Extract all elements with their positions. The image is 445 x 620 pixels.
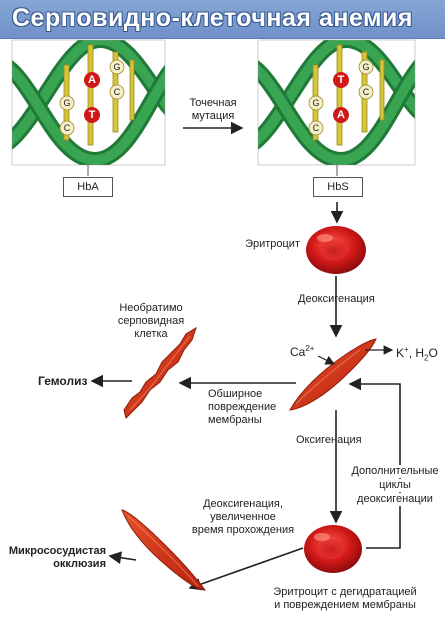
base-label: C <box>312 123 320 133</box>
sickle-cell-center <box>289 338 377 411</box>
base-label: G <box>362 62 370 72</box>
hba-caption: HbA <box>63 177 113 197</box>
k-h2o-label: K+, H2O <box>396 345 438 363</box>
dna-helix-right <box>258 40 415 165</box>
damage-label-line2: повреждение <box>208 401 277 413</box>
base-label: C <box>113 87 121 97</box>
cycles-label-line2: циклы <box>350 479 440 492</box>
base-label: C <box>362 87 370 97</box>
erythrocyte-bottom <box>304 525 362 573</box>
occlusion-label-line2: окклюзия <box>53 558 106 570</box>
base-label: G <box>312 98 320 108</box>
base-label: G <box>63 98 71 108</box>
base-label: G <box>113 62 121 72</box>
cycles-label-line1: Дополнительные <box>350 465 440 478</box>
deoxygenation-label: Деоксигенация <box>298 293 375 305</box>
base-label: A <box>88 74 96 86</box>
mutation-label-line2: мутация <box>191 110 235 122</box>
irreversible-sickle-cell <box>123 326 197 419</box>
dehydrated-label-line2: и повреждением мембраны <box>274 599 416 611</box>
dna-right-bases <box>308 59 374 136</box>
cycles-label-line3: деоксигенации <box>350 493 440 506</box>
base-label: A <box>337 109 345 121</box>
damage-label-line1: Обширное <box>208 388 263 400</box>
hemolysis-label: Гемолиз <box>38 374 88 388</box>
hbs-caption: HbS <box>313 177 363 197</box>
transit-label-line3: время прохождения <box>191 524 295 536</box>
irreversible-label-line3: клетка <box>134 328 168 340</box>
transit-label-line2: увеличенное <box>210 511 276 523</box>
arrow-ca-in <box>317 355 336 365</box>
title-bar: Серповидно-клеточная анемия <box>0 0 445 39</box>
occlusion-label-line1: Микрососудистая <box>8 545 106 557</box>
erythrocyte-label: Эритроцит <box>245 238 300 250</box>
base-label: T <box>88 109 96 121</box>
base-label: C <box>63 123 71 133</box>
dna-helix-left <box>12 40 165 165</box>
mutation-label-line1: Точечная <box>189 97 237 109</box>
ca-ion-label: Ca2+ <box>290 344 315 359</box>
transit-label-line1: Деоксигенация, <box>203 498 283 510</box>
page-title: Серповидно-клеточная анемия <box>12 4 413 32</box>
sickle-cell-bottom <box>121 509 207 591</box>
erythrocyte-top <box>306 226 366 274</box>
irreversible-label-line2: серповидная <box>117 315 185 327</box>
damage-label-line3: мембраны <box>208 414 262 426</box>
dehydrated-label-line1: Эритроцит с дегидратацией <box>273 586 417 598</box>
arrow-occlusion <box>108 551 137 565</box>
oxygenation-label: Оксигенация <box>296 434 362 446</box>
dna-left-bases <box>59 59 125 136</box>
irreversible-label-line1: Необратимо <box>119 302 183 314</box>
base-label: T <box>337 74 345 86</box>
arrow-transit <box>188 547 304 591</box>
